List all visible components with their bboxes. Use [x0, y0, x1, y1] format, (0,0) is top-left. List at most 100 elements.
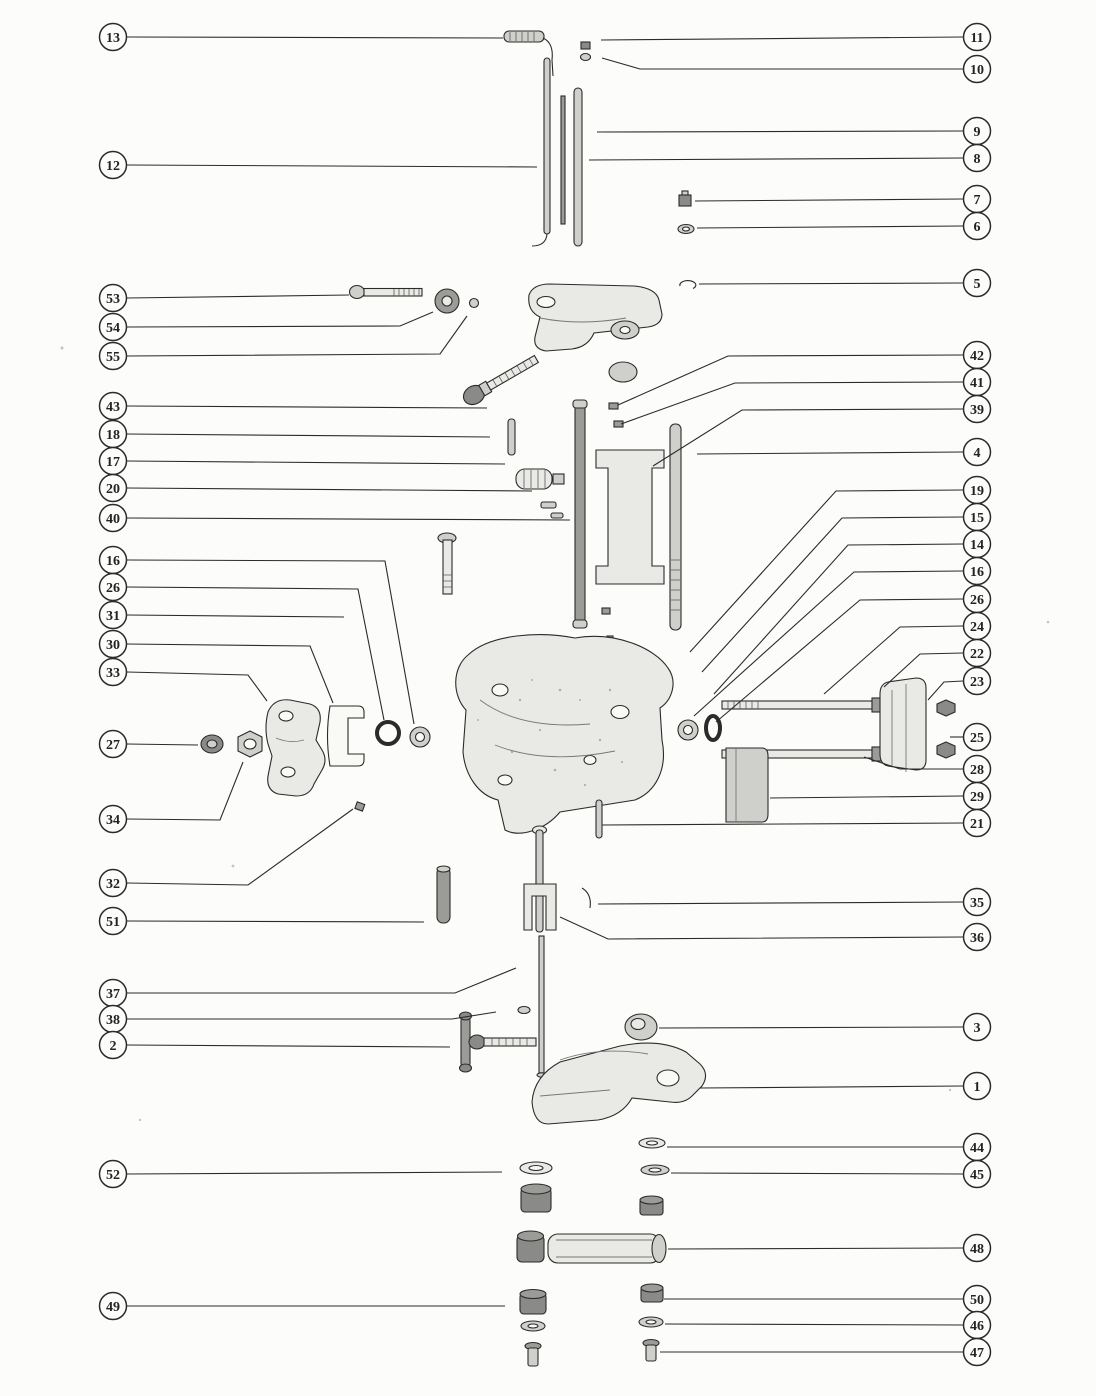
- callout-41-right: 41: [620, 367, 992, 425]
- part-washer-44: [638, 1137, 666, 1149]
- leader-line: [126, 920, 425, 923]
- callout-39-right: 39: [652, 394, 992, 467]
- leader-line: [652, 408, 964, 467]
- part-oval-cam: [608, 361, 638, 383]
- callout-circle: [962, 922, 992, 952]
- part-lock-rod-outer: [573, 87, 583, 247]
- part-washer-small: [677, 223, 695, 235]
- callout-number: 33: [106, 666, 120, 681]
- callout-5-right: 5: [698, 268, 992, 298]
- callout-36-right: 36: [559, 916, 992, 952]
- part-lock-rod-inner: [560, 95, 566, 225]
- callout-18-left: 18: [98, 419, 491, 449]
- callout-circle: [962, 211, 992, 241]
- callouts-layer: 1312535455431817204016263130332734325137…: [98, 22, 992, 1367]
- callout-number: 6: [974, 220, 981, 235]
- callout-circle: [98, 1030, 128, 1060]
- callout-48-right: 48: [667, 1233, 992, 1263]
- part-nut-49: [519, 1288, 547, 1315]
- leader-line: [559, 916, 964, 940]
- leader-line: [667, 1247, 964, 1250]
- part-spring-clip: [581, 887, 591, 909]
- callout-8-right: 8: [588, 143, 992, 173]
- callout-number: 23: [970, 675, 984, 690]
- part-swivel-frame: [595, 449, 665, 585]
- callout-circle: [98, 868, 128, 898]
- callout-15-right: 15: [701, 502, 992, 673]
- part-clip-41: [613, 420, 624, 428]
- callout-26-right: 26: [715, 584, 992, 723]
- callout-1-right: 1: [699, 1071, 992, 1101]
- part-clamp-pin: [436, 865, 451, 924]
- callout-19-right: 19: [689, 475, 992, 653]
- callout-number: 12: [106, 159, 120, 174]
- callout-2-left: 2: [98, 1030, 451, 1060]
- callout-12-left: 12: [98, 150, 538, 180]
- part-washer-46-left: [520, 1320, 546, 1332]
- callout-number: 16: [106, 554, 120, 569]
- part-anchor-block: [678, 190, 692, 207]
- callout-number: 55: [106, 350, 120, 365]
- leader-line: [620, 381, 964, 425]
- callout-number: 36: [970, 931, 984, 946]
- callout-number: 51: [106, 915, 120, 930]
- callout-number: 29: [970, 790, 984, 805]
- callout-circle: [962, 394, 992, 424]
- part-clamp-bolt-upper: [721, 697, 885, 713]
- callout-number: 35: [970, 896, 984, 911]
- leader-line: [600, 36, 964, 41]
- callout-circle: [962, 22, 992, 52]
- part-shock-rod-assembly: [516, 1230, 667, 1264]
- leader-line: [823, 625, 964, 695]
- callout-number: 42: [970, 349, 984, 364]
- leader-line: [713, 543, 964, 695]
- leader-line: [601, 57, 963, 70]
- leader-line: [670, 1172, 964, 1175]
- part-lock-pin: [503, 30, 554, 77]
- callout-number: 2: [110, 1039, 117, 1054]
- callout-number: 45: [970, 1168, 984, 1183]
- part-bolt-47-right: [642, 1338, 660, 1362]
- callout-circle: [98, 473, 128, 503]
- callout-number: 39: [970, 403, 984, 418]
- part-nut-lower-right: [936, 741, 956, 759]
- callout-circle: [98, 1291, 128, 1321]
- callout-51-left: 51: [98, 906, 425, 936]
- leader-line: [126, 433, 491, 438]
- part-tilt-tube: [669, 423, 682, 631]
- callout-11-right: 11: [600, 22, 992, 52]
- callout-circle: [98, 804, 128, 834]
- part-screw-top-small: [579, 41, 592, 62]
- leader-line: [126, 164, 538, 168]
- leader-line: [694, 198, 964, 202]
- leader-line: [596, 130, 964, 133]
- callout-circle: [962, 666, 992, 696]
- callout-number: 38: [106, 1013, 120, 1028]
- callout-number: 48: [970, 1242, 984, 1257]
- callout-54-left: 54: [98, 311, 434, 342]
- leader-line: [126, 517, 571, 521]
- callout-circle: [98, 283, 128, 313]
- part-retaining-clip: [679, 280, 697, 289]
- part-pivot-pin: [595, 799, 603, 839]
- callout-46-right: 46: [664, 1310, 992, 1340]
- callout-38-left: 38: [98, 1004, 497, 1034]
- callout-32-left: 32: [98, 808, 354, 898]
- callout-42-right: 42: [617, 340, 992, 406]
- callout-number: 1: [974, 1080, 981, 1095]
- callout-20-left: 20: [98, 473, 533, 503]
- leader-line: [658, 1026, 964, 1029]
- leader-line: [126, 294, 350, 299]
- callout-circle: [98, 1159, 128, 1189]
- callout-34-left: 34: [98, 761, 244, 834]
- leader-line: [693, 570, 964, 717]
- leader-line: [689, 489, 964, 653]
- part-yoke: [326, 705, 365, 767]
- leader-line: [126, 761, 244, 821]
- callout-circle: [962, 268, 992, 298]
- callout-47-right: 47: [660, 1337, 992, 1367]
- callout-49-left: 49: [98, 1291, 505, 1321]
- part-keys: [540, 501, 564, 519]
- callout-number: 47: [970, 1346, 984, 1361]
